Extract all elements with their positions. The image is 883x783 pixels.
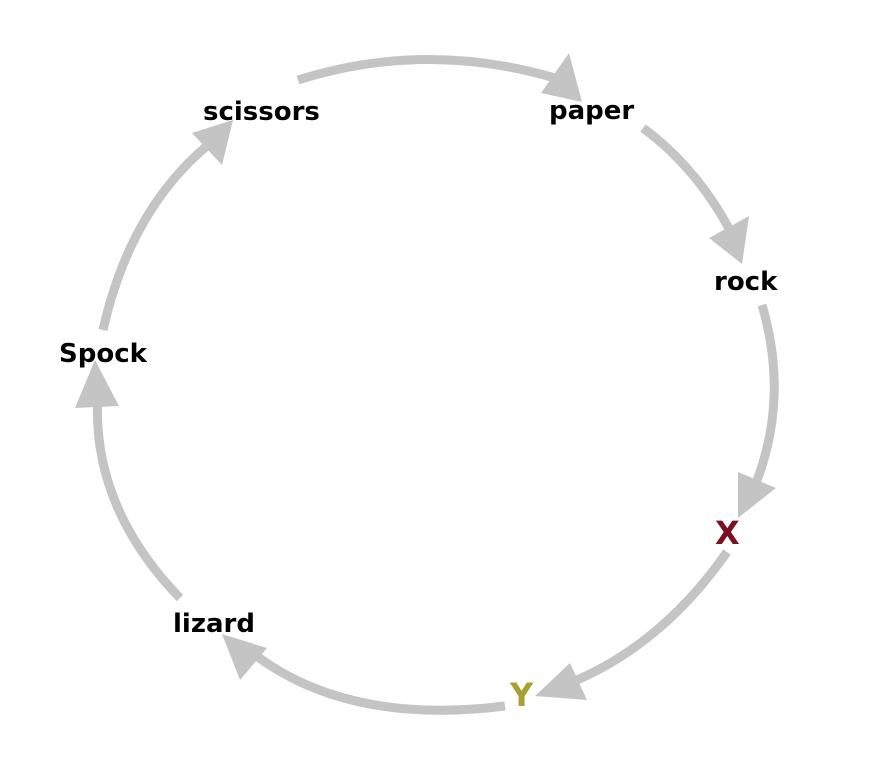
node-y: Y [509, 676, 534, 714]
arrow-x-to-y [563, 549, 731, 690]
arrowhead-spock [75, 360, 119, 408]
arrow-lizard-to-spock [92, 391, 184, 602]
node-scissors: scissors [203, 97, 320, 127]
cycle-arrowheads [75, 53, 776, 700]
arrowhead-scissors [192, 120, 233, 165]
node-rock: rock [714, 267, 778, 297]
node-spock: Spock [59, 339, 148, 369]
arrowhead-x [738, 472, 776, 518]
arrowhead-paper [541, 53, 582, 102]
cycle-arrows [92, 55, 779, 715]
arrow-scissors-to-paper [296, 55, 557, 85]
arrow-spock-to-scissors [98, 141, 211, 331]
arrowhead-rock [709, 216, 749, 264]
node-lizard: lizard [173, 609, 255, 639]
arrowhead-lizard [222, 634, 267, 680]
arrowhead-y [535, 663, 587, 700]
node-x: X [715, 514, 740, 552]
arrow-rock-to-x [749, 303, 779, 490]
node-paper: paper [549, 96, 634, 126]
arrow-paper-to-rock [640, 124, 740, 243]
arrow-y-to-lizard [247, 647, 506, 715]
